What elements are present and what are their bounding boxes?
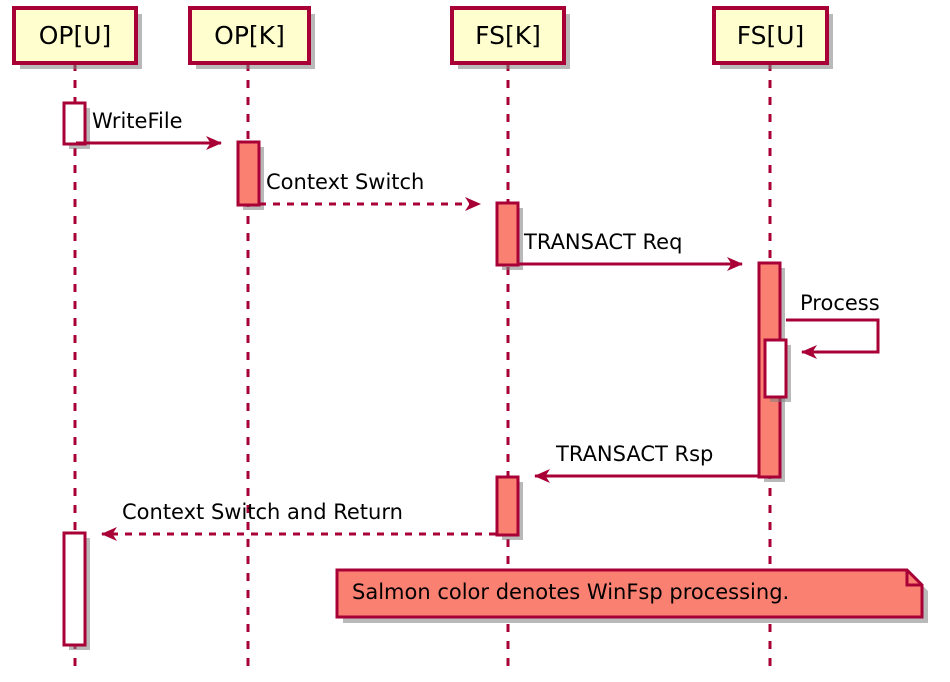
activation-bar-act-fs-k-2 — [495, 475, 520, 537]
activation-bar-act-op-k-1 — [236, 140, 261, 207]
activations-layer — [62, 101, 791, 650]
note-body-note-1 — [335, 568, 924, 619]
participant-box-fs-k[interactable] — [450, 6, 566, 65]
notes-layer — [335, 568, 928, 623]
participant-label-op-k: OP[K] — [214, 21, 285, 50]
participant-box-fs-u[interactable] — [712, 6, 829, 65]
activation-bar-act-op-u-2 — [62, 531, 87, 647]
message-self-m4 — [786, 318, 880, 359]
note-fold-icon — [905, 570, 922, 587]
message-label-m2: Context Switch — [266, 170, 425, 194]
activation-bar-act-op-u-1 — [62, 101, 87, 146]
activation-bar-act-fs-k-1 — [495, 201, 520, 267]
participant-box-op-k[interactable] — [188, 6, 311, 65]
message-label-m3: TRANSACT Req — [524, 230, 683, 254]
message-label-m1: WriteFile — [92, 109, 183, 133]
participant-label-fs-u: FS[U] — [736, 21, 805, 50]
participant-box-op-u[interactable] — [12, 6, 138, 65]
message-label-m4: Process — [800, 291, 880, 315]
message-label-m5: TRANSACT Rsp — [556, 442, 714, 466]
participant-label-op-u: OP[U] — [38, 21, 112, 50]
activation-bar-act-fs-u-2 — [763, 338, 788, 399]
messages-layer — [76, 136, 880, 541]
participant-label-fs-k: FS[K] — [475, 21, 541, 50]
participants-layer — [12, 6, 833, 69]
message-label-m6: Context Switch and Return — [122, 500, 403, 524]
note-text-note-1: Salmon color denotes WinFsp processing. — [352, 580, 790, 604]
